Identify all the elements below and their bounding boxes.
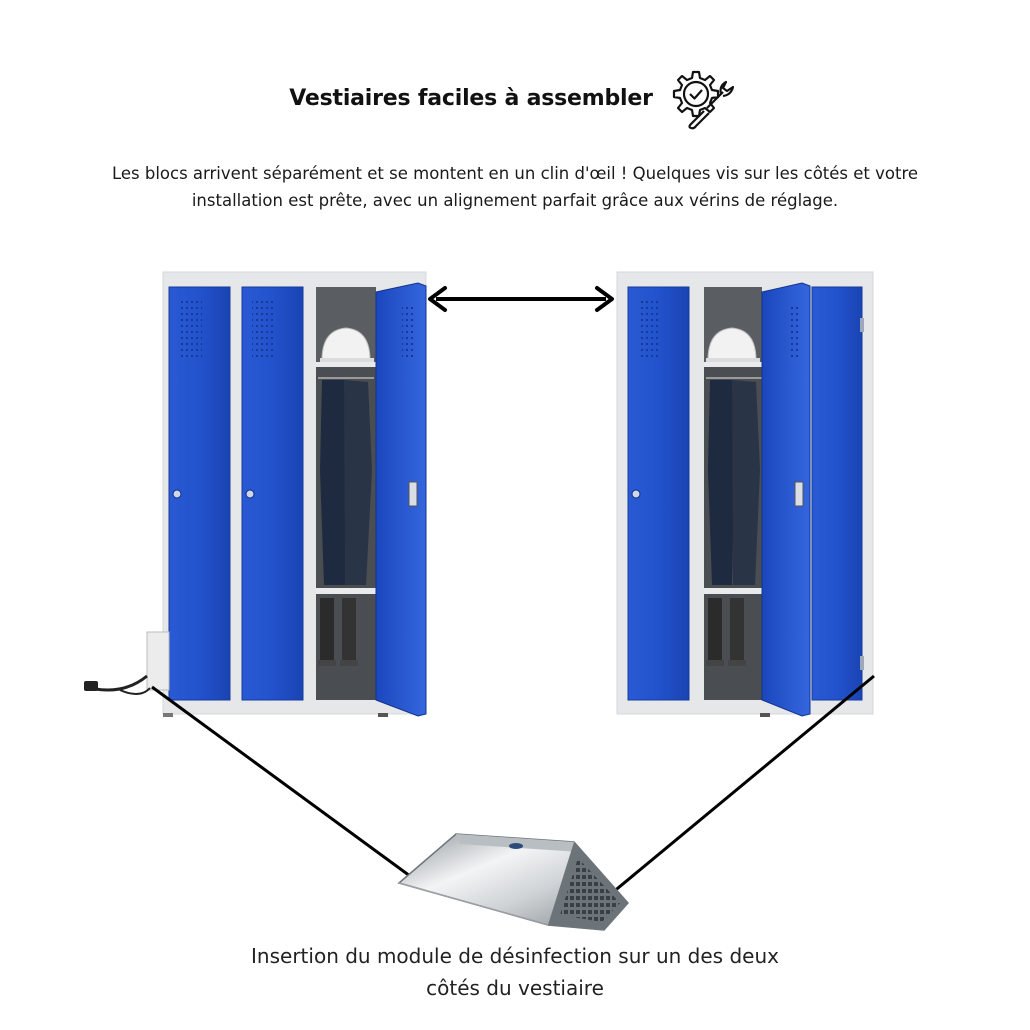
disinfection-module — [397, 833, 630, 931]
double-arrow — [428, 286, 614, 312]
locker-block-left — [84, 271, 427, 717]
page-title: Vestiaires faciles à assembler — [289, 85, 653, 111]
caption-line-1: Insertion du module de désinfection sur … — [251, 944, 779, 968]
intro-line-2: installation est prête, avec un aligneme… — [191, 191, 839, 210]
caption: Insertion du module de désinfection sur … — [200, 940, 830, 1004]
intro-text: Les blocs arrivent séparément et se mont… — [70, 160, 960, 214]
caption-line-2: côtés du vestiaire — [426, 976, 604, 1000]
gear-check-wrench-icon — [672, 70, 734, 130]
header: Vestiaires faciles à assembler — [0, 66, 1030, 130]
connector-lines — [151, 674, 875, 895]
locker-block-right — [616, 271, 874, 717]
intro-line-1: Les blocs arrivent séparément et se mont… — [111, 164, 919, 183]
